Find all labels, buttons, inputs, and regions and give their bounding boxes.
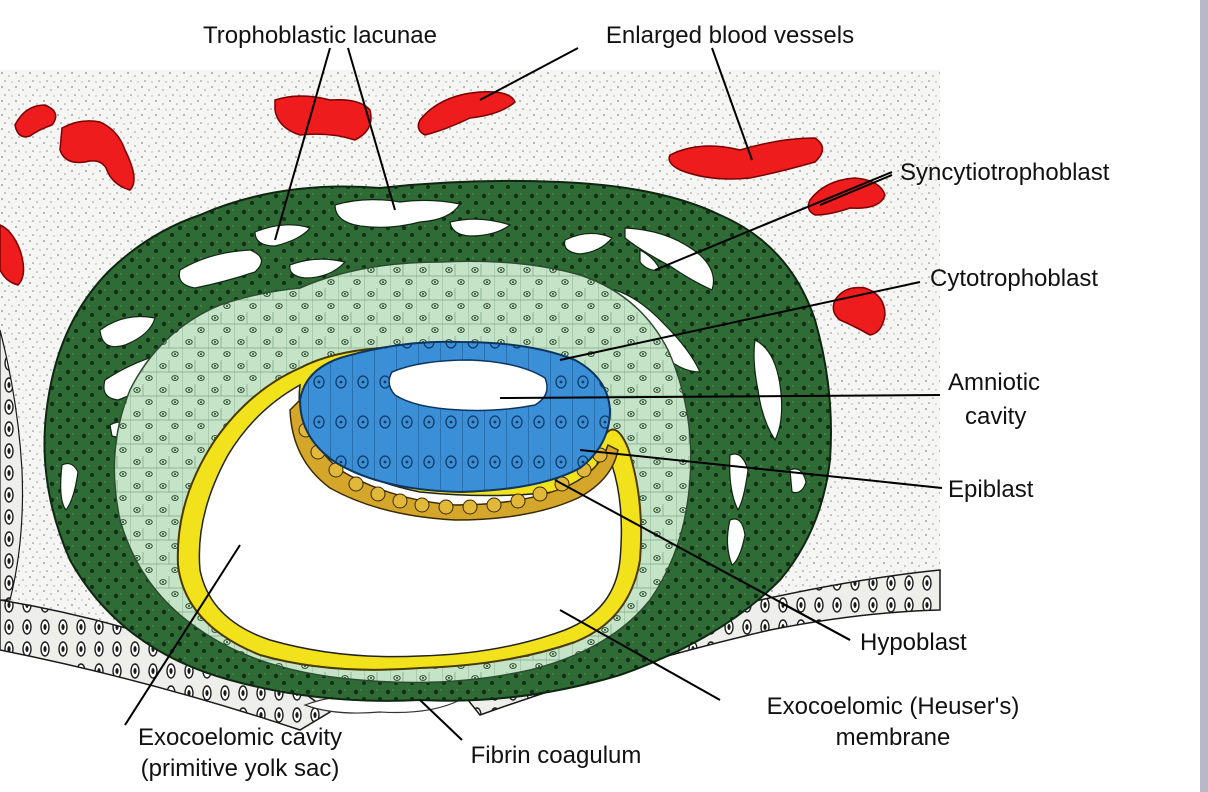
- label-epiblast: Epiblast: [948, 476, 1034, 503]
- label-trophoblastic-lacunae: Trophoblastic lacunae: [203, 22, 437, 49]
- leader-lines: [124, 47, 943, 741]
- label-amniotic-cavity-line2: cavity: [965, 403, 1026, 430]
- label-enlarged-blood-vessels: Enlarged blood vessels: [606, 22, 854, 49]
- label-fibrin-coagulum: Fibrin coagulum: [471, 742, 642, 769]
- enlarged-blood-vessels: [0, 90, 886, 336]
- amniotic-cavity: [388, 359, 548, 412]
- label-heusers-membrane-line1: Exocoelomic (Heuser's): [767, 693, 1020, 720]
- frame-strip: [1200, 0, 1208, 792]
- label-hypoblast: Hypoblast: [860, 629, 967, 656]
- left-epithelium: [0, 329, 24, 601]
- label-amniotic-cavity-line1: Amniotic: [948, 369, 1040, 396]
- label-exocoelomic-cavity-line2: (primitive yolk sac): [141, 755, 340, 782]
- label-cytotrophoblast: Cytotrophoblast: [930, 265, 1098, 292]
- label-heusers-membrane-line2: membrane: [836, 724, 951, 751]
- label-exocoelomic-cavity-line1: Exocoelomic cavity: [138, 724, 342, 751]
- label-syncytiotrophoblast: Syncytiotrophoblast: [900, 159, 1110, 186]
